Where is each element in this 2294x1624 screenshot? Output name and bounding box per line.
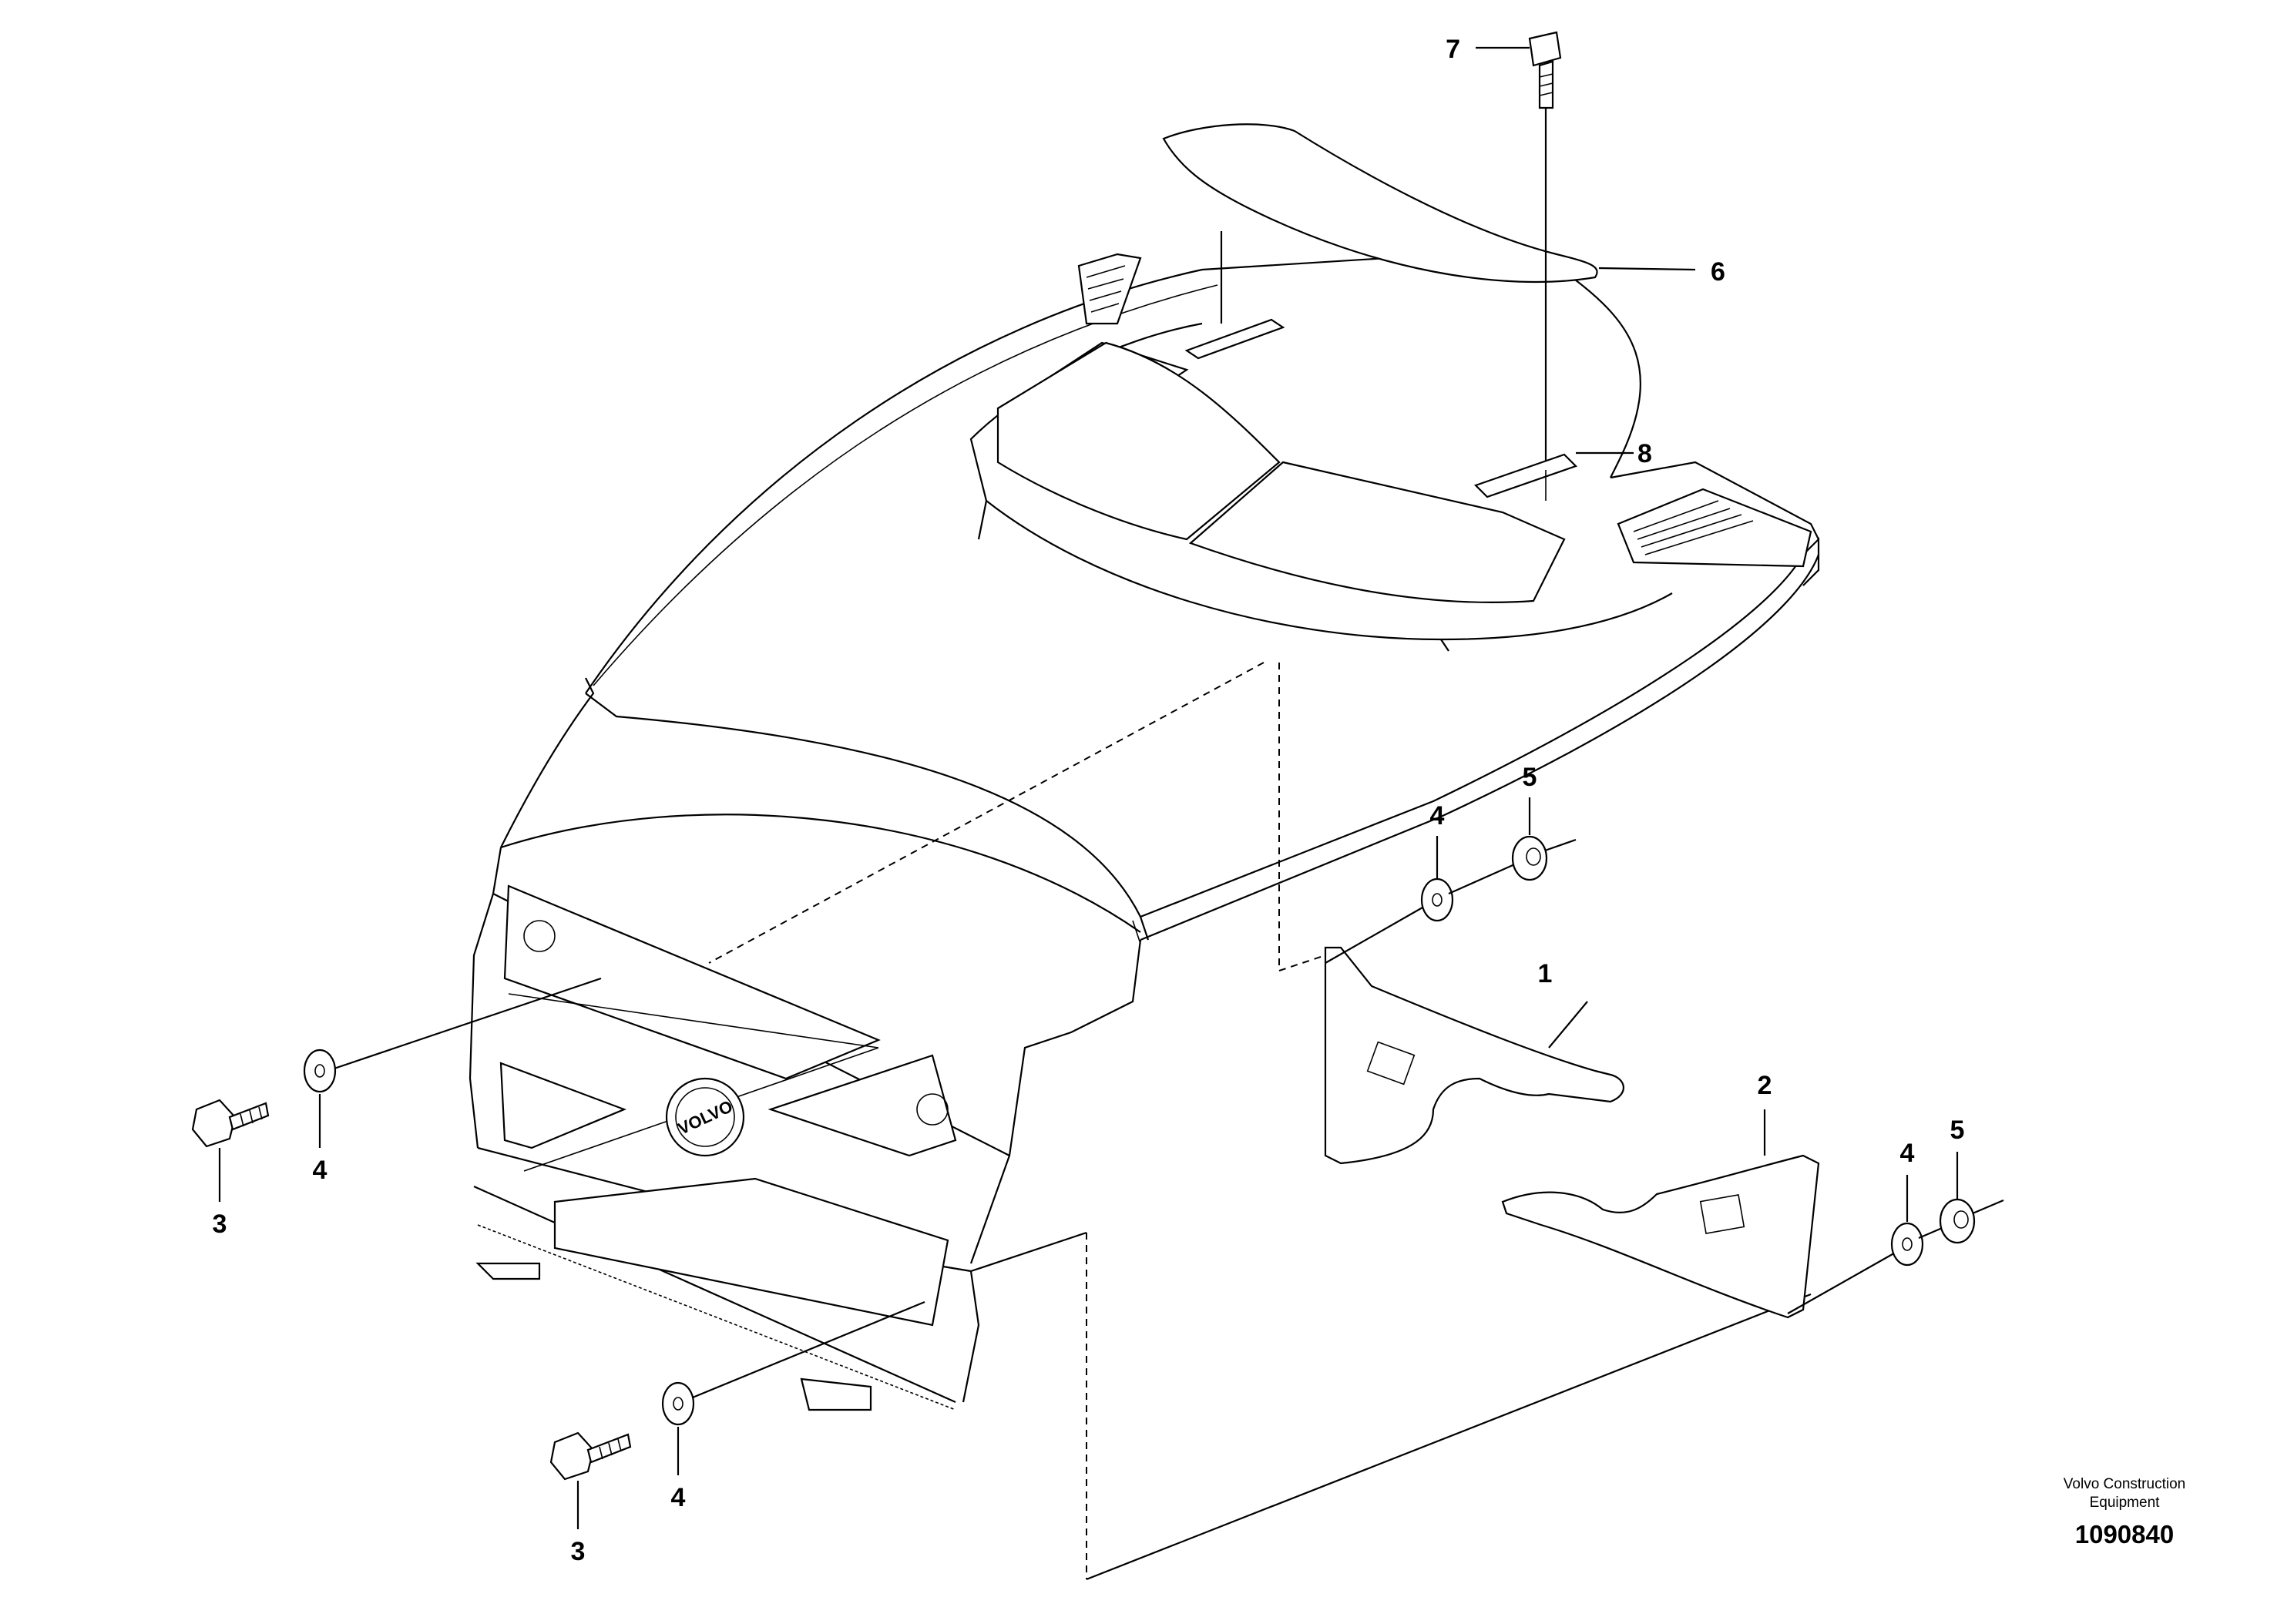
drawing-footer: Volvo Construction Equipment 1090840 [2064, 1476, 2185, 1549]
document-number: 1090840 [2075, 1520, 2174, 1549]
right-vent [1617, 488, 1812, 568]
left-vent [1077, 253, 1142, 325]
callout-2: 2 [1758, 1071, 1772, 1100]
callout-6: 6 [1711, 257, 1725, 287]
part-1-bracket [1324, 901, 1624, 1165]
callout-4-bracket-1: 4 [1430, 801, 1445, 830]
washer-bracket-1 [1420, 861, 1519, 922]
screw-bottom [549, 1431, 632, 1481]
callout-7: 7 [1446, 35, 1460, 64]
callout-4-left: 4 [313, 1156, 327, 1185]
installation-dashed-lines [708, 662, 1326, 1579]
washer-left [303, 1049, 337, 1093]
part-7-bolt [1476, 31, 1562, 462]
callout-4-bottom: 4 [671, 1483, 686, 1512]
brand-line-1: Volvo Construction [2064, 1476, 2185, 1492]
washer-bracket-2 [1890, 1222, 1946, 1267]
perforated-panel-right [1188, 461, 1566, 603]
volvo-logo: VOLVO [665, 1077, 745, 1157]
callout-3-bottom: 3 [571, 1537, 586, 1566]
screw-left [191, 1099, 270, 1148]
callout-5-bracket-1: 5 [1523, 763, 1537, 792]
assembly-leader-lines [315, 977, 1812, 1581]
callout-8: 8 [1637, 439, 1652, 468]
callout-1: 1 [1538, 959, 1553, 988]
brand-line-2: Equipment [2090, 1495, 2161, 1511]
nut-bracket-2 [1939, 1198, 2004, 1244]
callout-3-left: 3 [213, 1210, 227, 1239]
part-6-tread-plate [1162, 123, 1696, 360]
part-2-bracket [1501, 1109, 1904, 1319]
front-grille [475, 884, 957, 1411]
perforated-panel-left [996, 341, 1281, 541]
callout-leaders [218, 797, 1959, 1529]
washer-bottom [661, 1381, 695, 1426]
nut-bracket-1 [1511, 835, 1577, 881]
callout-4-bracket-2: 4 [1900, 1139, 1915, 1168]
callout-5-bracket-2: 5 [1950, 1116, 1965, 1145]
part-8-strip [1473, 451, 1634, 501]
engine-hood [469, 256, 1820, 1404]
